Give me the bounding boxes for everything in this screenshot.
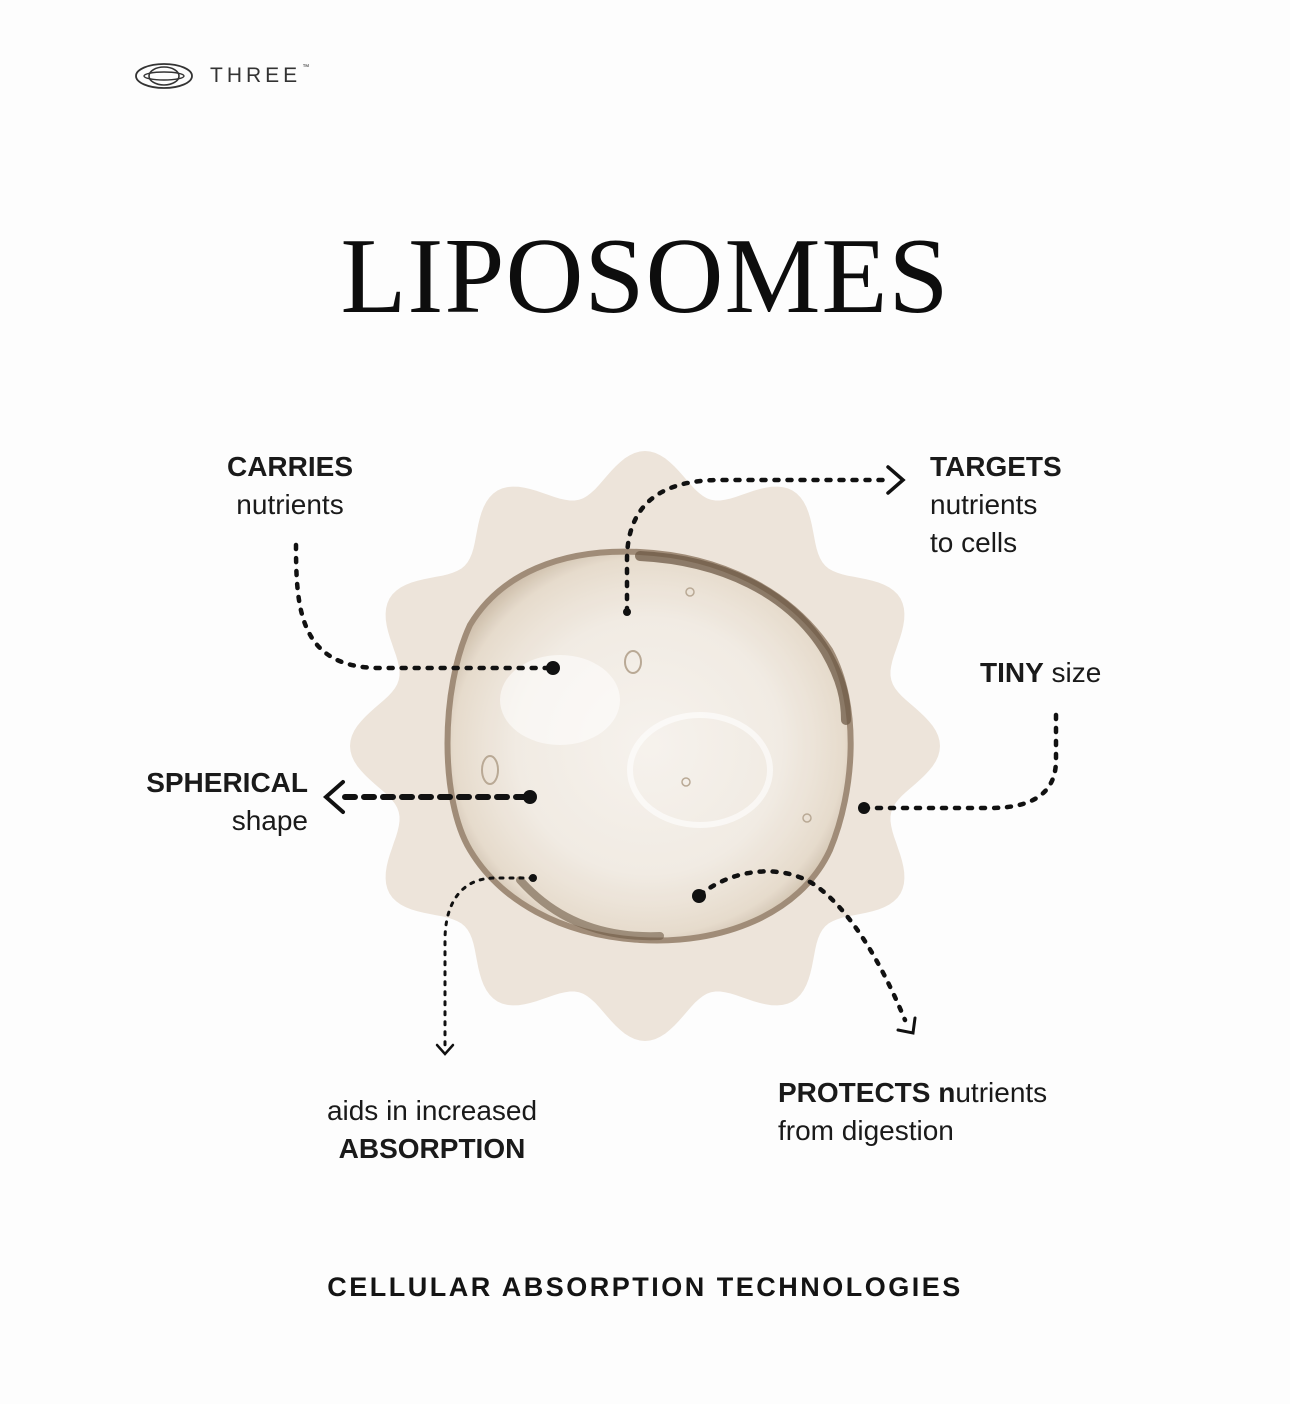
targets-dot [623,608,631,616]
protects-dotted-line [697,869,908,1023]
absorption-dot [529,874,537,882]
protects-dot [692,889,706,903]
liposome-droplet [444,548,854,944]
brand-name: THREE™ [210,64,310,87]
ring-logo-icon [135,63,193,89]
carries-dot [546,661,560,675]
absorption-dotted-line [443,876,535,1048]
brand-header: THREE™ [132,60,309,92]
absorption-arrowhead [435,1043,455,1056]
spherical-dot [523,790,537,804]
page-title: LIPOSOMES [340,217,950,336]
tiny-dotted-line [863,712,1059,811]
targets-arrowhead [886,465,906,495]
footer-tagline: CELLULAR ABSORPTION TECHNOLOGIES [327,1272,963,1302]
protects-arrowhead [896,1016,917,1035]
tiny-dot [858,802,870,814]
spherical-arrowhead [322,780,345,814]
carries-dotted-line [293,542,556,671]
tiny-label: TINY size [980,657,1102,688]
targets-dotted-line [624,477,888,615]
